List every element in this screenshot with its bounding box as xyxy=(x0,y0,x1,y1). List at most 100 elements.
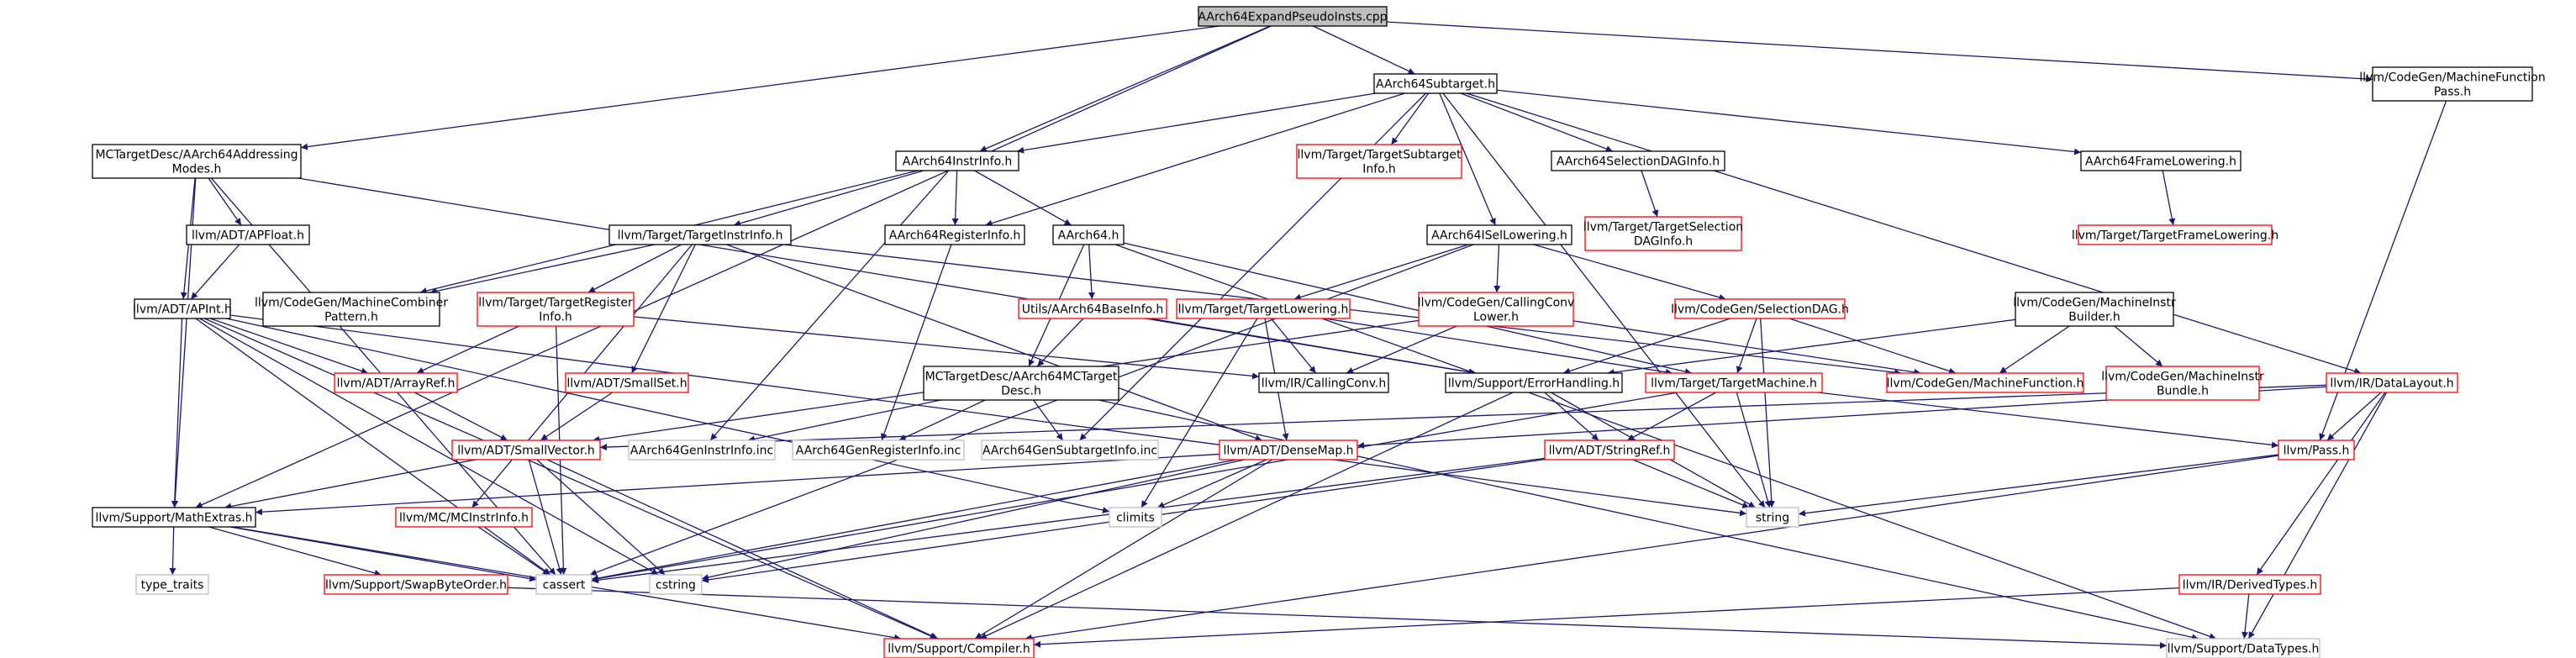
node-box xyxy=(2372,66,2533,102)
node-label: AArch64GenInstrInfo.inc xyxy=(630,445,773,458)
edge-datalayout-to-datatypes xyxy=(2247,392,2388,640)
edge-densemap-to-cstring xyxy=(701,459,1245,581)
edge-tregisterinfo-to-arrayref xyxy=(416,325,519,374)
node-mcinstrinfo[interactable]: llvm/MC/MCInstrInfo.h xyxy=(395,507,533,528)
edge-mctargetdesc-to-gensubtarget xyxy=(1033,399,1064,441)
node-smallset[interactable]: llvm/ADT/SmallSet.h xyxy=(565,372,689,393)
edge-instrinfo-to-tinstrinfo xyxy=(733,170,925,227)
node-cassert[interactable]: cassert xyxy=(535,574,593,595)
node-smallvector[interactable]: llvm/ADT/SmallVector.h xyxy=(451,440,601,461)
node-string[interactable]: string xyxy=(1746,507,1799,528)
node-tmachine[interactable]: llvm/Target/TargetMachine.h xyxy=(1645,372,1823,393)
edge-isellowering-to-tlowering xyxy=(1293,244,1469,301)
node-climits[interactable]: climits xyxy=(1109,507,1162,528)
node-box xyxy=(1886,372,2084,393)
node-seldaginfo[interactable]: AArch64SelectionDAGInfo.h xyxy=(1551,150,1725,171)
node-baseinfo[interactable]: Utils/AArch64BaseInfo.h xyxy=(1018,298,1167,319)
node-seldag[interactable]: llvm/CodeGen/SelectionDAG.h xyxy=(1671,298,1849,319)
node-label: Info.h xyxy=(539,311,572,324)
node-pass[interactable]: llvm/Pass.h xyxy=(2278,440,2355,461)
node-apfloat[interactable]: llvm/ADT/APFloat.h xyxy=(186,224,310,245)
node-tlowering[interactable]: llvm/Target/TargetLowering.h xyxy=(1176,298,1351,319)
edge-minstrbuilder-to-mfunction xyxy=(1999,325,2070,374)
edge-smallset-to-smallvector xyxy=(540,392,614,441)
node-apint[interactable]: llvm/ADT/APInt.h xyxy=(133,298,232,319)
edge-tlowering-to-callingconv xyxy=(1270,318,1317,374)
node-label: AArch64.h xyxy=(1058,229,1119,243)
edge-apint-to-cstring xyxy=(199,318,659,576)
node-typetraits[interactable]: type_traits xyxy=(135,574,209,595)
node-label: llvm/Target/TargetMachine.h xyxy=(1651,377,1817,391)
node-isellowering[interactable]: AArch64ISelLowering.h xyxy=(1426,224,1572,245)
edge-subtarget-to-instrinfo xyxy=(1017,92,1376,154)
node-box xyxy=(1052,224,1125,245)
edge-framelowering-to-tframelowering xyxy=(2162,170,2176,226)
node-gensubtarget[interactable]: AArch64GenSubtargetInfo.inc xyxy=(981,440,1159,461)
node-aarch64h[interactable]: AArch64.h xyxy=(1052,224,1125,245)
node-box xyxy=(2078,224,2273,245)
node-densemap[interactable]: llvm/ADT/DenseMap.h xyxy=(1219,440,1358,461)
node-instrinfo[interactable]: AArch64InstrInfo.h xyxy=(895,150,1019,171)
node-label: llvm/Support/MathExtras.h xyxy=(95,512,252,525)
node-errorhandling[interactable]: llvm/Support/ErrorHandling.h xyxy=(1445,372,1623,393)
node-compiler[interactable]: llvm/Support/Compiler.h xyxy=(883,638,1035,658)
edge-root-to-subtarget xyxy=(1313,25,1415,75)
node-box xyxy=(2080,150,2241,171)
node-box xyxy=(923,366,1119,401)
edge-subtarget-to-seldaginfo xyxy=(1460,92,1614,152)
node-reginfo[interactable]: AArch64RegisterInfo.h xyxy=(884,224,1025,245)
node-box xyxy=(2278,440,2355,461)
node-box xyxy=(1258,372,1389,393)
node-subtarget[interactable]: AArch64Subtarget.h xyxy=(1373,73,1498,94)
edge-subtarget-to-tsubtarget xyxy=(1390,92,1430,145)
node-layer: AArch64ExpandPseudoInsts.cppAArch64Subta… xyxy=(92,6,2546,658)
node-label: climits xyxy=(1116,512,1155,525)
edge-isellowering-to-callconvlower xyxy=(1493,244,1501,293)
node-datatypes[interactable]: llvm/Support/DataTypes.h xyxy=(2166,638,2321,658)
node-box xyxy=(1373,73,1498,94)
node-label: llvm/Support/Compiler.h xyxy=(888,643,1030,656)
node-datalayout[interactable]: llvm/IR/DataLayout.h xyxy=(2326,372,2458,393)
node-label: AArch64FrameLowering.h xyxy=(2085,155,2236,169)
node-label: MCTargetDesc/AArch64MCTarget xyxy=(925,371,1118,384)
node-box xyxy=(262,292,440,327)
node-geninstrinfo[interactable]: AArch64GenInstrInfo.inc xyxy=(628,440,776,461)
node-cstring[interactable]: cstring xyxy=(649,574,703,595)
edge-seldag-to-errorhandling xyxy=(1562,318,1731,375)
node-arrayref[interactable]: llvm/ADT/ArrayRef.h xyxy=(334,372,458,393)
node-box xyxy=(628,440,776,461)
node-framelowering[interactable]: AArch64FrameLowering.h xyxy=(2080,150,2241,171)
edge-mathextras-to-typetraits xyxy=(169,526,176,576)
node-tinstrinfo[interactable]: llvm/Target/TargetInstrInfo.h xyxy=(608,224,792,245)
edge-tlowering-to-climits xyxy=(1140,318,1258,508)
node-callingconv[interactable]: llvm/IR/CallingConv.h xyxy=(1258,372,1389,393)
node-mfunction[interactable]: llvm/CodeGen/MachineFunction.h xyxy=(1886,372,2084,393)
node-derivedtypes[interactable]: llvm/IR/DerivedTypes.h xyxy=(2178,574,2321,595)
edge-mctargetdesc-to-datatypes xyxy=(1098,399,2199,641)
node-label: llvm/Support/SwapByteOrder.h xyxy=(325,579,507,592)
node-label: llvm/Pass.h xyxy=(2284,445,2350,458)
node-tframelowering[interactable]: llvm/Target/TargetFrameLowering.h xyxy=(2072,224,2278,245)
edge-tregisterinfo-to-callingconv xyxy=(633,316,1260,380)
node-stringref[interactable]: llvm/ADT/StringRef.h xyxy=(1544,440,1675,461)
node-genreginfo[interactable]: AArch64GenRegisterInfo.inc xyxy=(792,440,965,461)
node-label: AArch64GenRegisterInfo.inc xyxy=(796,445,961,458)
edge-densemap-to-climits xyxy=(1156,459,1267,508)
edge-minstrbuilder-to-errorhandling xyxy=(1607,318,2016,376)
edge-tmachine-to-cassert xyxy=(591,392,1678,582)
node-swapbyteorder[interactable]: llvm/Support/SwapByteOrder.h xyxy=(324,574,508,595)
edge-smallvector-to-cstring xyxy=(536,459,666,576)
edge-tmachine-to-string xyxy=(1736,392,1772,508)
node-mathextras[interactable]: llvm/Support/MathExtras.h xyxy=(92,507,256,528)
node-box xyxy=(334,372,458,393)
